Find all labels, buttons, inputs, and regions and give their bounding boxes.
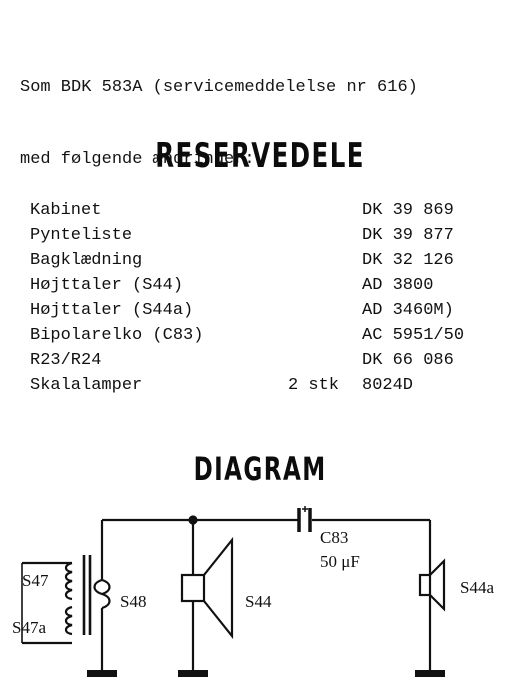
part-code: AD 3460M) [362,301,454,320]
part-name: Højttaler (S44) [30,276,184,295]
part-qty: 2 stk [288,376,340,395]
part-code: DK 66 086 [362,351,454,370]
part-name: R23/R24 [30,351,102,370]
parts-heading: RESERVEDELE [155,136,365,176]
label-s48: S48 [120,592,146,611]
parts-row: R23/R24 DK 66 086 [30,348,500,373]
part-code: DK 32 126 [362,251,454,270]
part-name: Kabinet [30,201,102,220]
part-code: DK 39 869 [362,201,454,220]
parts-row: Højttaler (S44a) AD 3460M) [30,298,500,323]
parts-row: Bagklædning DK 32 126 [30,248,500,273]
parts-row: Pynteliste DK 39 877 [30,223,500,248]
speaker-s44a [418,520,446,670]
diagram-heading: DIAGRAM [193,450,327,488]
coil-s47a [22,605,73,645]
part-name: Bipolarelko (C83) [30,326,204,345]
label-c83: C83 [320,528,348,547]
intro-line-1: Som BDK 583A (servicemeddelelse nr 616) [20,78,418,97]
ground-symbol [415,670,445,677]
part-name: Pynteliste [30,226,133,245]
part-name: Bagklædning [30,251,143,270]
label-s44a: S44a [460,578,494,597]
capacitor-c83 [297,506,312,532]
parts-row: Skalalamper 2 stk 8024D [30,373,500,398]
parts-row: Kabinet DK 39 869 [30,198,500,223]
ground-symbol [87,670,117,677]
part-code: AD 3800 [362,276,434,295]
part-name: Højttaler (S44a) [30,301,194,320]
label-s47a: S47a [12,618,46,637]
part-code: 8024D [362,376,414,395]
coil-s47 [22,561,73,601]
part-code: AC 5951/50 [362,326,465,345]
coil-s48 [93,520,111,670]
speaker-s44 [180,520,234,670]
circuit-diagram: S47 S47a S48 S44 C83 50 μF S44a [12,506,494,677]
parts-list: Kabinet DK 39 869 Pynteliste DK 39 877 B… [30,198,500,398]
label-s44: S44 [245,592,272,611]
label-s47: S47 [22,571,49,590]
transformer-core [82,555,92,635]
parts-row: Højttaler (S44) AD 3800 [30,273,500,298]
label-c83-value: 50 μF [320,552,360,571]
intro-text: Som BDK 583A (servicemeddelelse nr 616) … [20,28,418,196]
ground-symbol [178,670,208,677]
part-name: Skalalamper [30,376,143,395]
intro-line-2: med følgende ændringer: [20,150,255,169]
parts-row: Bipolarelko (C83) AC 5951/50 [30,323,500,348]
part-code: DK 39 877 [362,226,454,245]
